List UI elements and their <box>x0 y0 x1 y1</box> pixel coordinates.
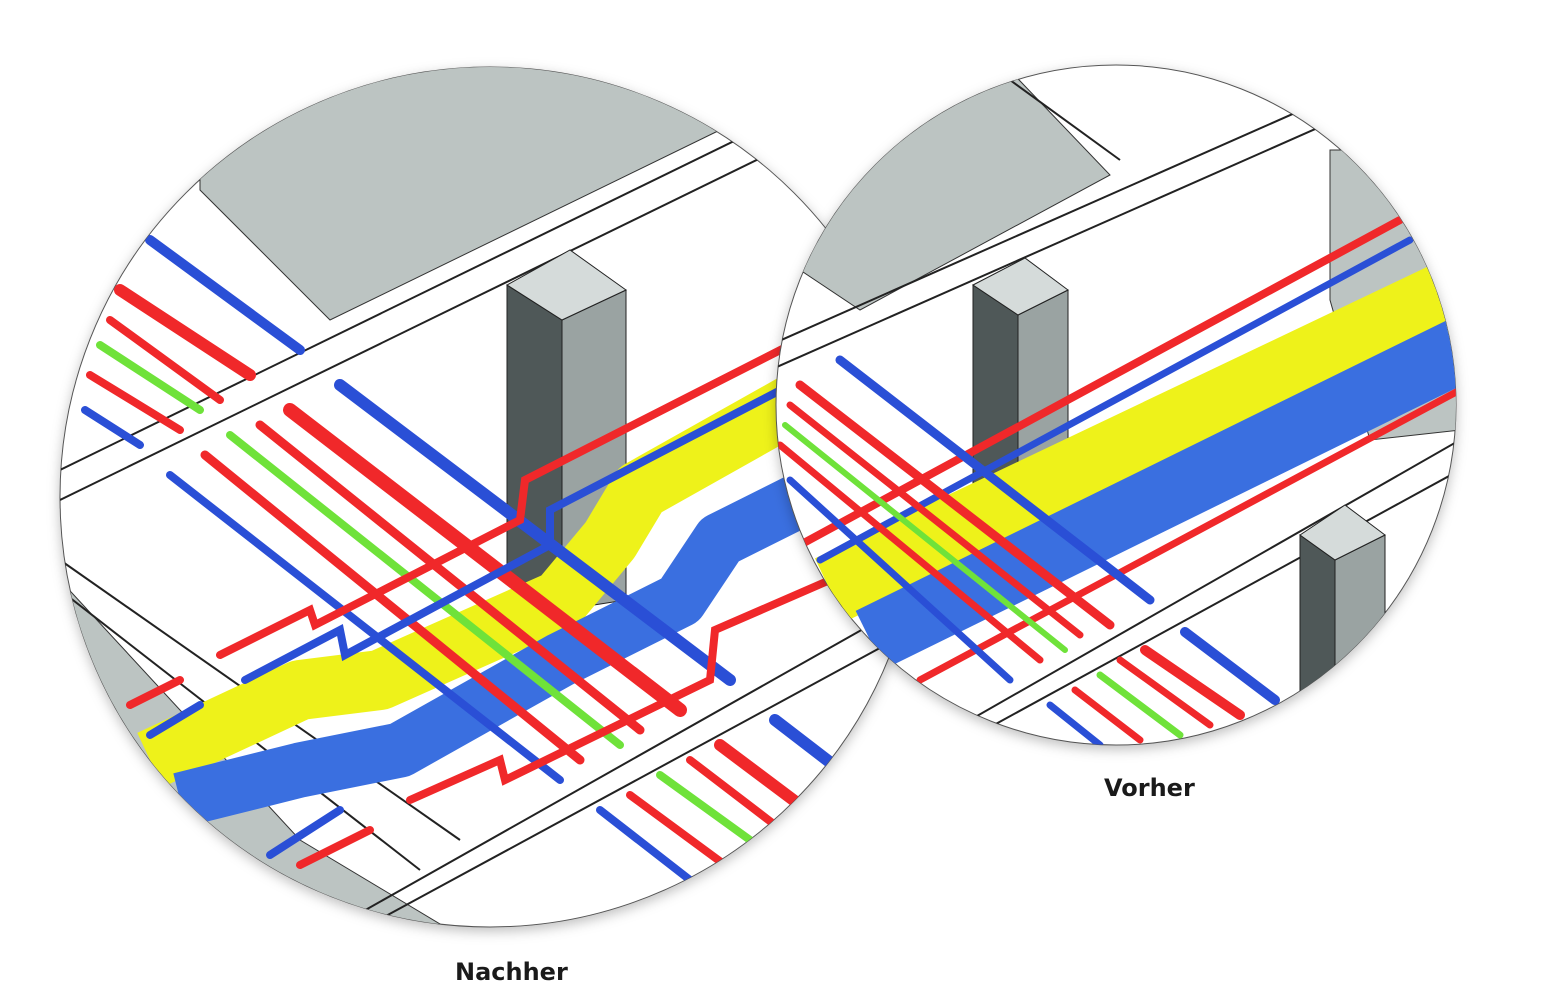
blue-duct <box>173 465 833 827</box>
yellow-duct <box>814 258 1456 622</box>
column <box>1299 534 1336 745</box>
blue-duct <box>855 320 1456 670</box>
before-label: Vorher <box>1104 774 1195 802</box>
yellow-duct <box>137 373 815 788</box>
after-label: Nachher <box>455 958 568 986</box>
pipes <box>776 216 1456 745</box>
pipes <box>81 235 846 884</box>
